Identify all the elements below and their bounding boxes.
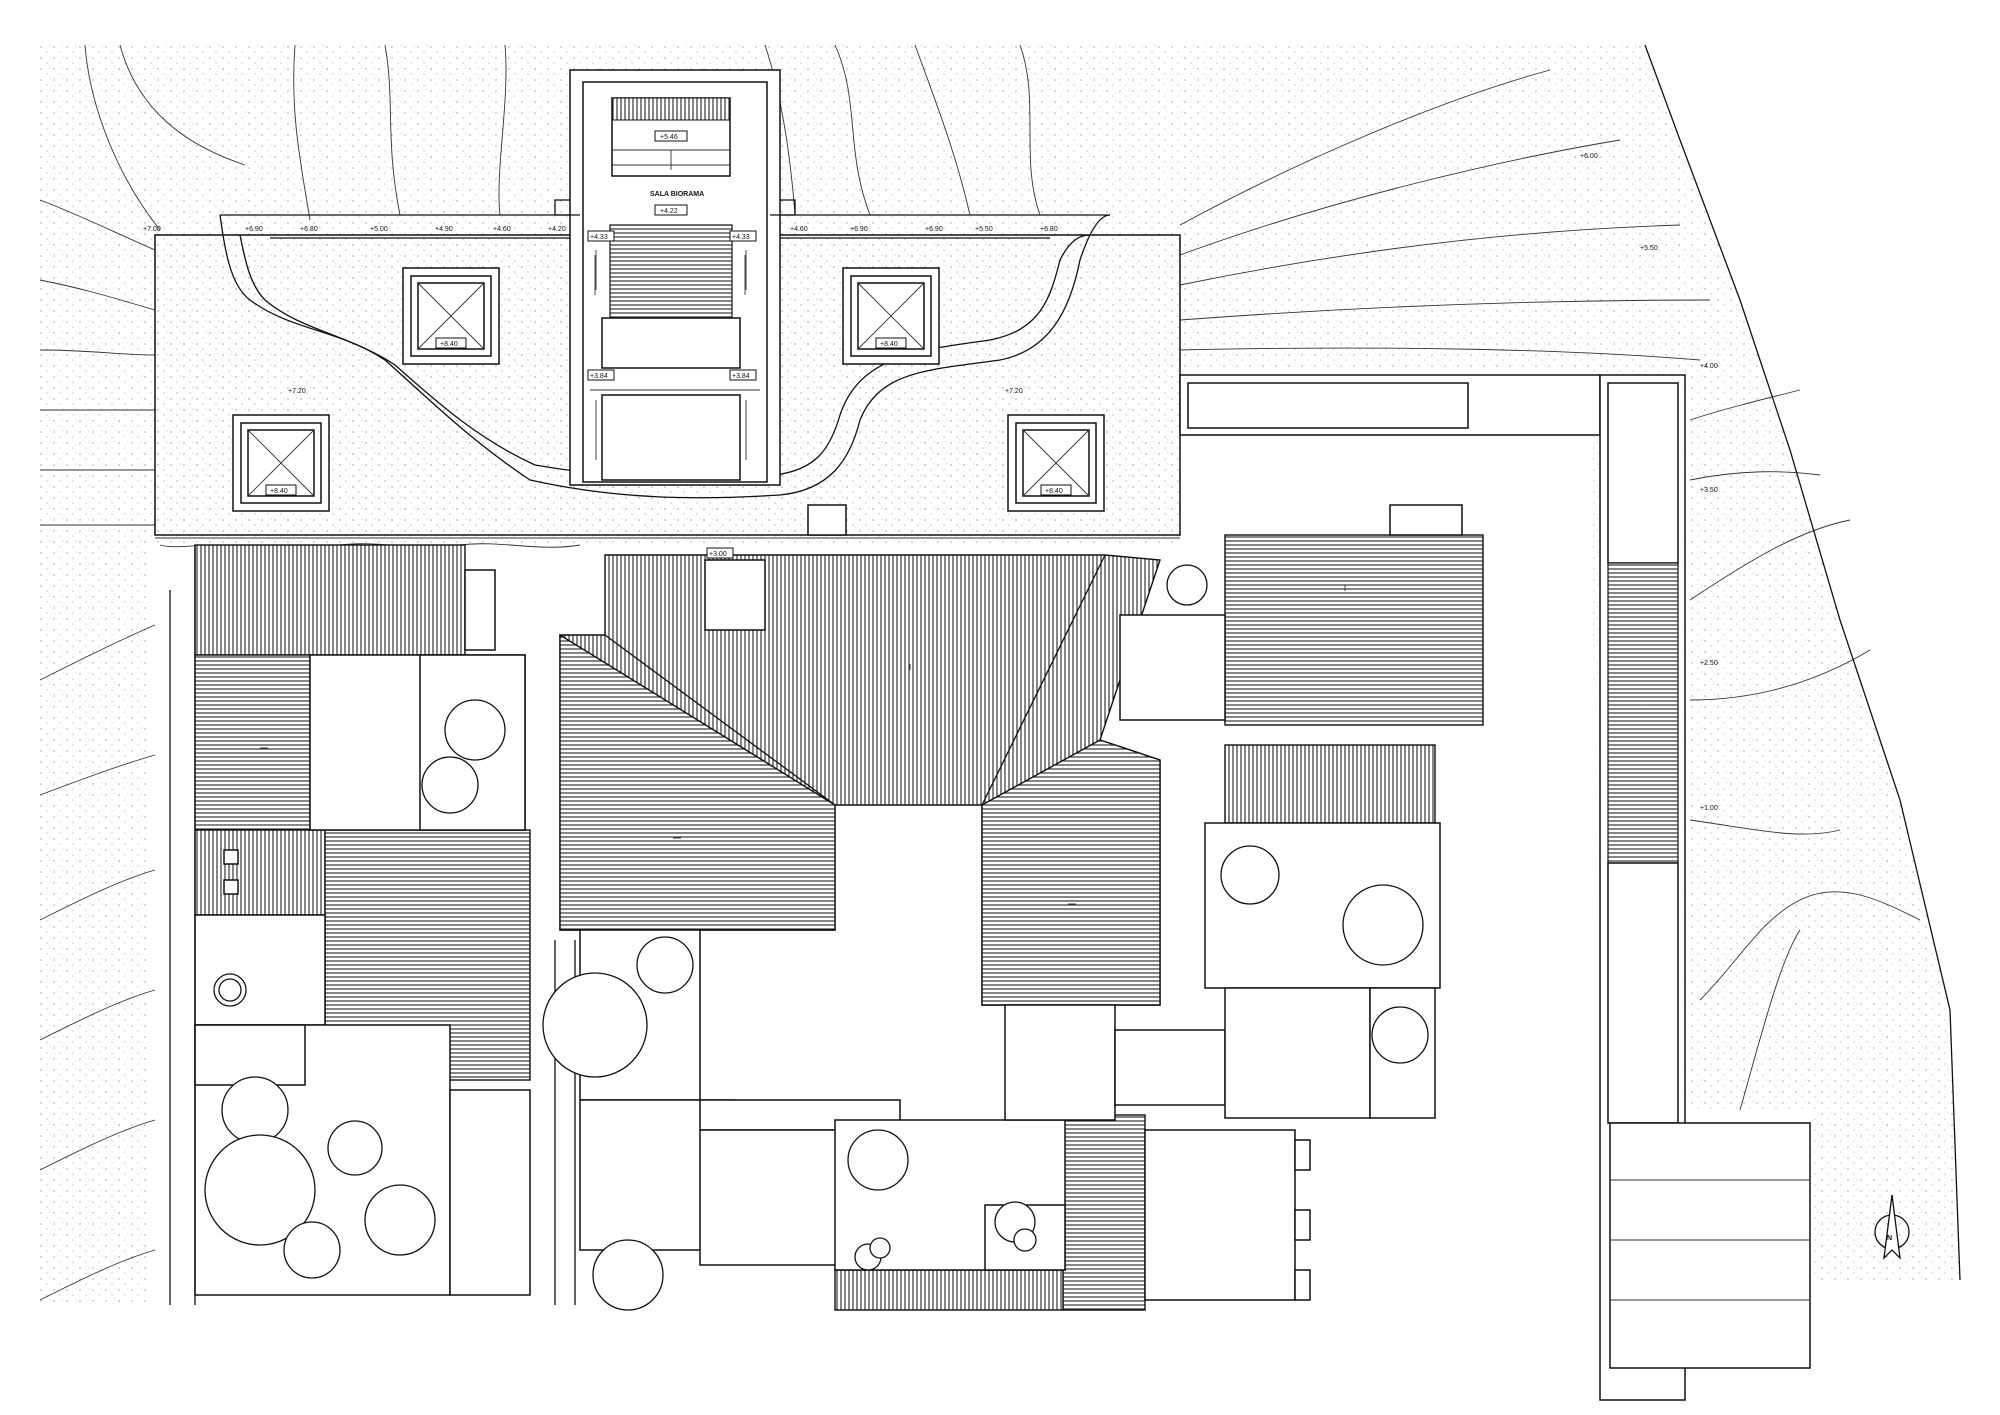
edge-elev-7: +4.20: [548, 226, 566, 233]
edge-elev-10: +6.90: [925, 226, 943, 233]
elevation-labels: SALA BIORAMA +5.46 +4.22 +4.33 +4.33 +3.…: [143, 130, 1718, 812]
biorama-hall: [554, 69, 796, 486]
terrain-elev-3: +4.00: [1700, 363, 1718, 370]
room-title: SALA BIORAMA: [650, 191, 704, 198]
edge-elev-1: +7.00: [143, 226, 161, 233]
edge-elev-8: +4.60: [790, 226, 808, 233]
elev-stair-left: +4.33: [590, 234, 608, 241]
terrain-elev-2: +5.50: [1640, 245, 1658, 252]
skylight-2: [842, 267, 940, 365]
north-arrow-icon: N: [1874, 1194, 1910, 1260]
round-features: [213, 849, 247, 1007]
roof-blocks: [194, 504, 1484, 1311]
elev-skylight-4: +8.40: [1045, 488, 1063, 495]
elev-stair-right: +4.33: [732, 234, 750, 241]
elev-path: +3.00: [709, 551, 727, 558]
terrain-elev-6: +1.00: [1700, 805, 1718, 812]
trees: [204, 564, 1429, 1311]
elev-skylight-2: +8.40: [880, 341, 898, 348]
skylight-3: [232, 414, 330, 512]
elev-landing-left: +3.84: [590, 373, 608, 380]
edge-elev-12: +6.80: [1040, 226, 1058, 233]
contour-lines: [39, 44, 1961, 1301]
skylight-4: [1007, 414, 1105, 512]
edge-elev-3: +6.80: [300, 226, 318, 233]
terrain-elev-5: +2.50: [1700, 660, 1718, 667]
edge-elev-4: +5.00: [370, 226, 388, 233]
terrain-elev-1: +6.00: [1580, 153, 1598, 160]
elev-landing-right: +3.84: [732, 373, 750, 380]
edge-elev-2: +6.90: [245, 226, 263, 233]
north-letter: N: [1887, 1235, 1892, 1242]
terrain-elev-4: +3.50: [1700, 487, 1718, 494]
edge-elev-5: +4.90: [435, 226, 453, 233]
skylights: [232, 267, 1105, 512]
edge-elev-6: +4.60: [493, 226, 511, 233]
edge-elev-9: +6.90: [850, 226, 868, 233]
elev-top-stair: +5.46: [660, 134, 678, 141]
edge-elev-11: +5.50: [975, 226, 993, 233]
elev-roof-right: +7.20: [1005, 388, 1023, 395]
flow-arrows: [260, 255, 1648, 905]
elev-skylight-1: +8.40: [440, 341, 458, 348]
elev-skylight-3: +8.40: [270, 488, 288, 495]
skylight-1: [402, 267, 500, 365]
elev-room: +4.22: [660, 208, 678, 215]
elev-roof-left: +7.20: [288, 388, 306, 395]
